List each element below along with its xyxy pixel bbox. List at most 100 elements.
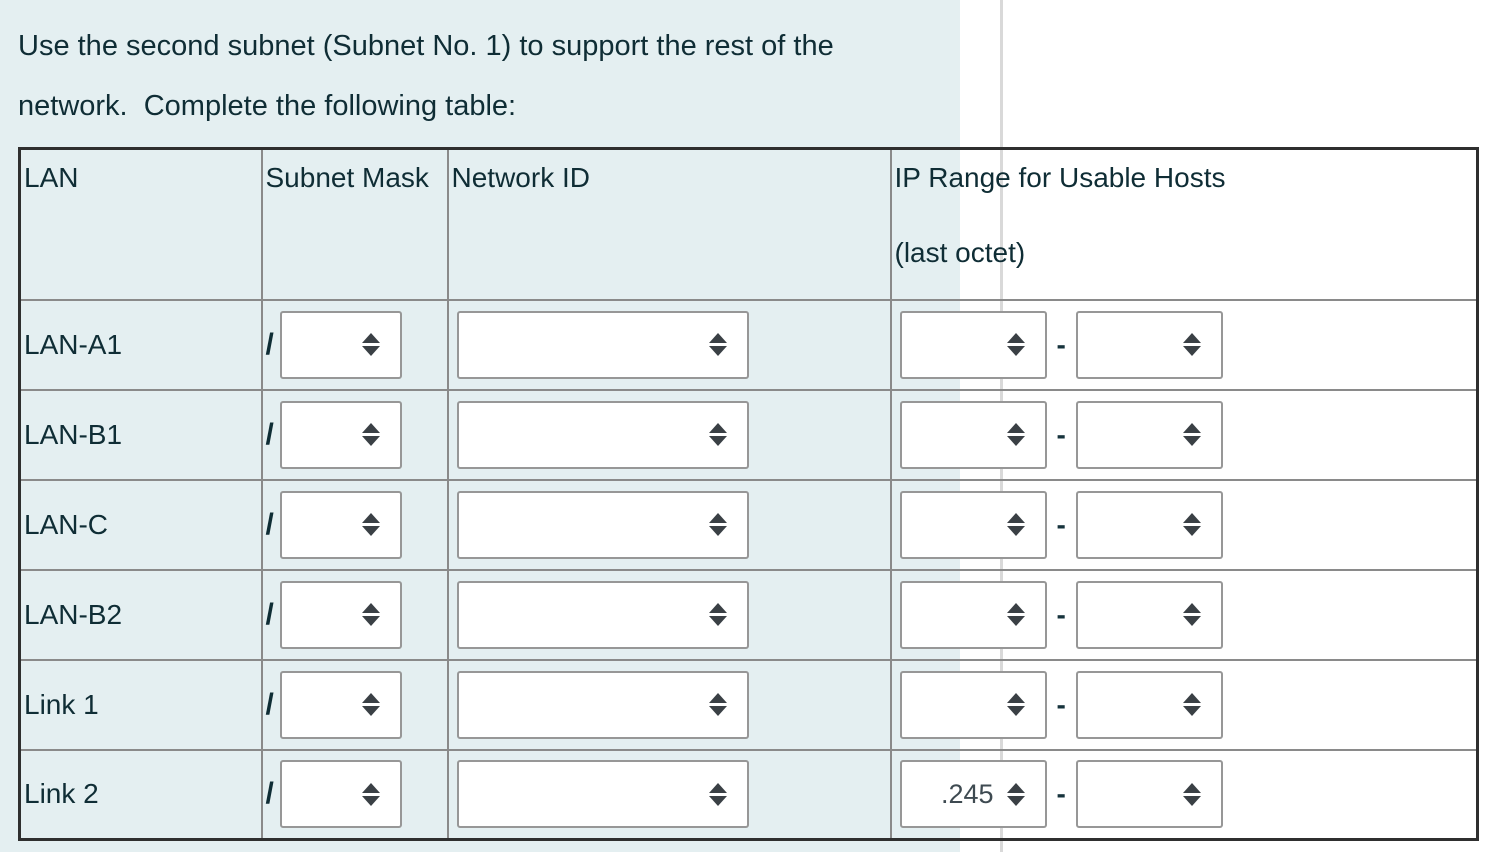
updown-arrow-icon xyxy=(708,782,727,806)
ip-range-cell: - xyxy=(889,658,1479,751)
ip-range-start-select[interactable] xyxy=(899,490,1047,559)
network-id-cell xyxy=(446,748,892,841)
updown-arrow-icon xyxy=(1006,513,1025,536)
table-row: LAN-C / xyxy=(18,478,1479,571)
slash-prefix: / xyxy=(265,327,274,361)
question-text-line2: network. Complete the following table: xyxy=(18,90,517,122)
ip-range-cell: - xyxy=(889,298,1479,391)
updown-arrow-icon xyxy=(1182,603,1201,626)
updown-arrow-icon xyxy=(361,782,380,806)
subnet-mask-select[interactable] xyxy=(279,760,402,829)
ip-range-start-value: .245 xyxy=(940,778,994,809)
ip-range-start-select[interactable] xyxy=(899,670,1047,739)
updown-arrow-icon xyxy=(1006,603,1025,626)
updown-arrow-icon xyxy=(1006,333,1025,356)
updown-arrow-icon xyxy=(708,423,727,446)
subnet-mask-cell: / xyxy=(260,568,449,661)
slash-prefix: / xyxy=(265,417,274,451)
ip-range-cell: .245 - xyxy=(889,748,1479,841)
ip-range-end-select[interactable] xyxy=(1075,670,1223,739)
subnet-worksheet-table: LAN Subnet Mask Network ID IP Range for … xyxy=(18,147,1479,841)
ip-range-cell: - xyxy=(889,478,1479,571)
network-id-select[interactable] xyxy=(456,580,749,649)
ip-range-cell: - xyxy=(889,568,1479,661)
updown-arrow-icon xyxy=(708,333,727,356)
range-dash-separator: - xyxy=(1056,508,1066,540)
updown-arrow-icon xyxy=(708,603,727,626)
updown-arrow-icon xyxy=(1182,513,1201,536)
header-ip-range: IP Range for Usable Hosts (last octet) xyxy=(889,147,1479,301)
range-dash-separator: - xyxy=(1056,418,1066,450)
updown-arrow-icon xyxy=(1182,423,1201,446)
updown-arrow-icon xyxy=(1006,693,1025,716)
header-network-id: Network ID xyxy=(446,147,892,301)
updown-arrow-icon xyxy=(1006,782,1025,806)
slash-prefix: / xyxy=(265,597,274,631)
ip-range-end-select[interactable] xyxy=(1075,490,1223,559)
network-id-select[interactable] xyxy=(456,400,749,469)
network-id-cell xyxy=(446,388,892,481)
row-label: LAN-A1 xyxy=(18,298,263,391)
updown-arrow-icon xyxy=(1182,333,1201,356)
row-label: LAN-C xyxy=(18,478,263,571)
header-ip-range-line2: (last octet) xyxy=(894,237,1026,268)
updown-arrow-icon xyxy=(361,333,380,356)
updown-arrow-icon xyxy=(1182,782,1201,806)
ip-range-end-select[interactable] xyxy=(1075,310,1223,379)
subnet-mask-cell: / xyxy=(260,298,449,391)
updown-arrow-icon xyxy=(708,693,727,716)
header-ip-range-line1: IP Range for Usable Hosts xyxy=(894,162,1226,193)
network-id-select[interactable] xyxy=(456,760,749,829)
row-label: LAN-B2 xyxy=(18,568,263,661)
subnet-mask-cell: / xyxy=(260,388,449,481)
question-text: Use the second subnet (Subnet No. 1) to … xyxy=(18,16,834,136)
table-header-row: LAN Subnet Mask Network ID IP Range for … xyxy=(18,147,1479,301)
updown-arrow-icon xyxy=(1006,423,1025,446)
ip-range-start-select[interactable]: .245 xyxy=(899,760,1047,829)
network-id-cell xyxy=(446,568,892,661)
ip-range-end-select[interactable] xyxy=(1075,760,1223,829)
ip-range-start-select[interactable] xyxy=(899,580,1047,649)
updown-arrow-icon xyxy=(1182,693,1201,716)
ip-range-end-select[interactable] xyxy=(1075,400,1223,469)
subnet-mask-select[interactable] xyxy=(279,400,402,469)
table-row: Link 1 / xyxy=(18,658,1479,751)
subnet-mask-cell: / xyxy=(260,478,449,571)
slash-prefix: / xyxy=(265,507,274,541)
network-id-cell xyxy=(446,658,892,751)
network-id-cell xyxy=(446,298,892,391)
subnet-mask-cell: / xyxy=(260,658,449,751)
updown-arrow-icon xyxy=(708,513,727,536)
network-id-select[interactable] xyxy=(456,670,749,739)
table-row: Link 2 / .245 xyxy=(18,748,1479,841)
ip-range-start-select[interactable] xyxy=(899,400,1047,469)
network-id-select[interactable] xyxy=(456,310,749,379)
range-dash-separator: - xyxy=(1056,688,1066,720)
ip-range-cell: - xyxy=(889,388,1479,481)
slash-prefix: / xyxy=(265,777,274,811)
table-row: LAN-B2 / xyxy=(18,568,1479,661)
row-label: Link 1 xyxy=(18,658,263,751)
question-text-line1: Use the second subnet (Subnet No. 1) to … xyxy=(18,30,834,62)
subnet-mask-select[interactable] xyxy=(279,490,402,559)
row-label: LAN-B1 xyxy=(18,388,263,481)
row-label: Link 2 xyxy=(18,748,263,841)
ip-range-start-select[interactable] xyxy=(899,310,1047,379)
subnet-mask-select[interactable] xyxy=(279,310,402,379)
subnet-mask-select[interactable] xyxy=(279,580,402,649)
updown-arrow-icon xyxy=(361,693,380,716)
network-id-select[interactable] xyxy=(456,490,749,559)
table-row: LAN-B1 / xyxy=(18,388,1479,481)
range-dash-separator: - xyxy=(1056,778,1066,810)
updown-arrow-icon xyxy=(361,603,380,626)
network-id-cell xyxy=(446,478,892,571)
subnet-mask-cell: / xyxy=(260,748,449,841)
updown-arrow-icon xyxy=(361,513,380,536)
subnet-mask-select[interactable] xyxy=(279,670,402,739)
ip-range-end-select[interactable] xyxy=(1075,580,1223,649)
range-dash-separator: - xyxy=(1056,328,1066,360)
header-subnet-mask: Subnet Mask xyxy=(260,147,449,301)
header-lan: LAN xyxy=(18,147,263,301)
table-row: LAN-A1 / xyxy=(18,298,1479,391)
updown-arrow-icon xyxy=(361,423,380,446)
